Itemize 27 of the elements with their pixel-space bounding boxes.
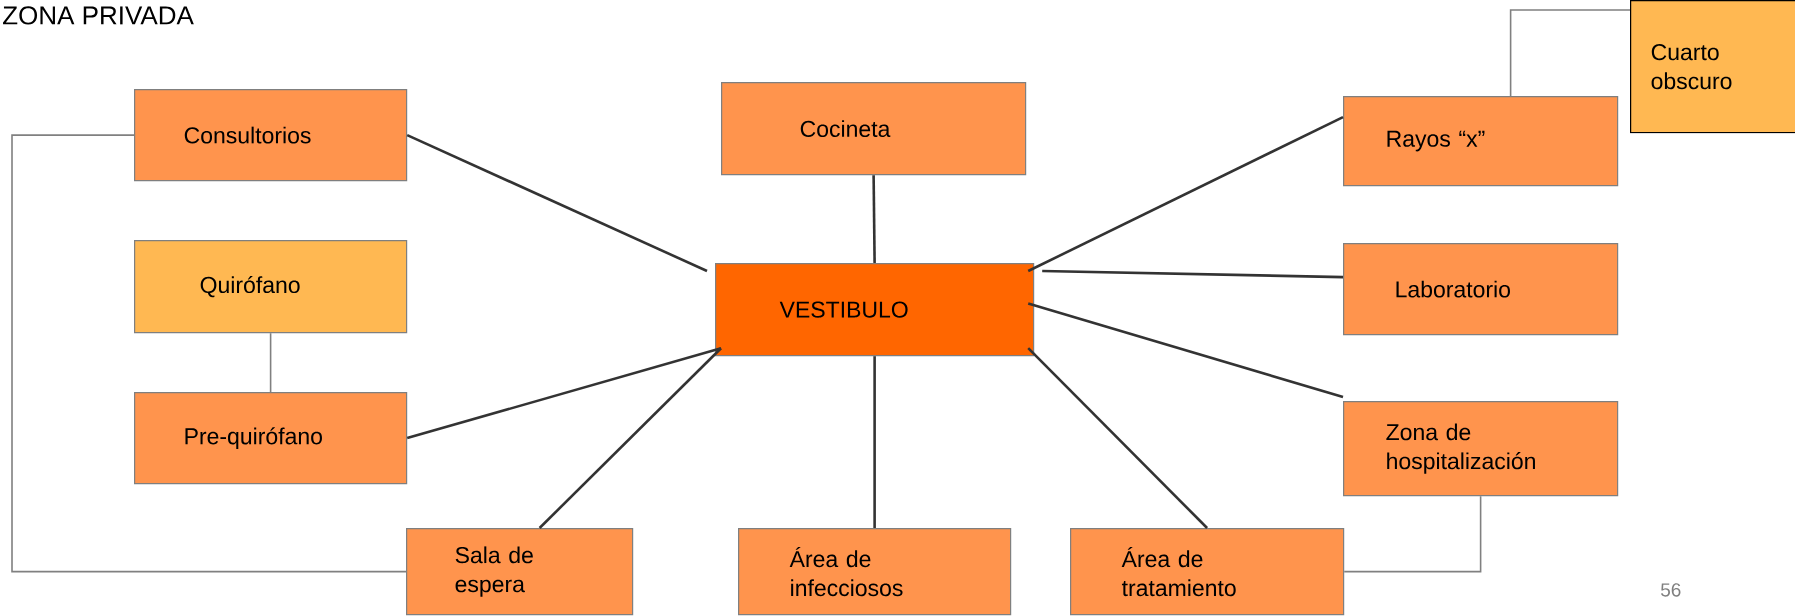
connector-line [11,134,407,573]
process-box: Área de infecciosos [738,528,1012,616]
connector-line [1509,9,1631,97]
connector-line [1027,115,1344,273]
process-box: Laboratorio [1343,243,1619,336]
connector-line [1343,495,1482,573]
connector-line [1042,269,1344,279]
process-box: Sala de espera [406,528,634,616]
process-box: Quirófano [134,240,408,334]
connector-line [406,133,708,273]
connector-line [269,332,272,393]
process-box: Zona de hospitalización [1343,401,1619,497]
process-box: Área de tratamiento [1070,528,1345,616]
process-box: Pre-quirófano [134,392,408,485]
connector-line [872,175,876,264]
title: ZONA PRIVADA [3,6,194,25]
process-box: Cocineta [721,82,1027,176]
process-box: Rayos “x” [1343,96,1619,187]
connector-line [1027,302,1344,399]
connector-line [1027,347,1209,529]
connector-line [873,356,876,528]
process-box: Cuarto obscuro [1630,0,1795,134]
connector-line [406,346,722,440]
page-number: 56 [1660,583,1681,597]
process-box: Consultorios [134,89,408,182]
connector-line [538,347,722,529]
process-box: VESTIBULO [715,263,1035,357]
